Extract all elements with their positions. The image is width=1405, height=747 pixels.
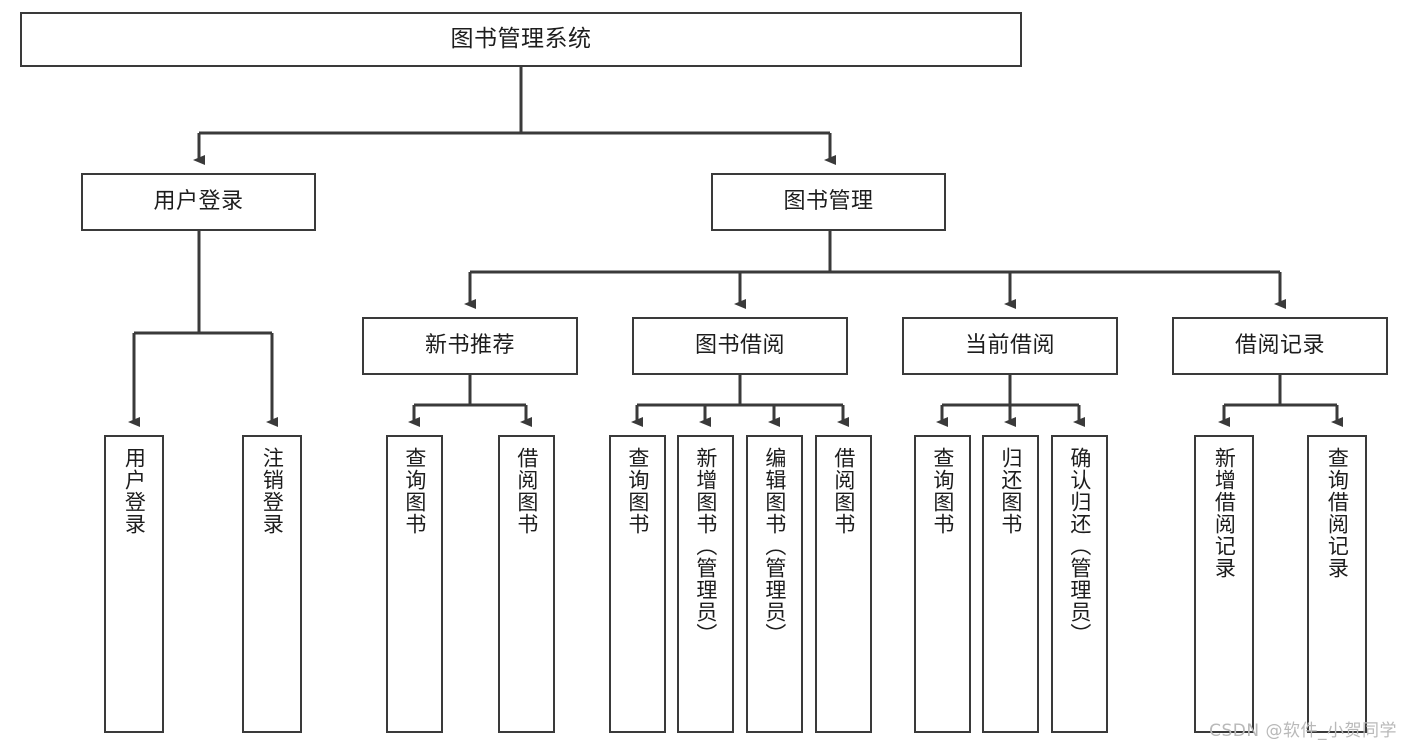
node-label: 确认归还（管理员） [1067,447,1092,645]
leaf-borrow-record-add[interactable]: 新增借阅记录 [1194,435,1254,733]
node-root-system[interactable]: 图书管理系统 [20,12,1022,67]
node-label: 当前借阅 [964,332,1055,358]
node-label: 用户登录 [153,188,244,214]
leaf-user-login-signin[interactable]: 用户登录 [104,435,164,733]
node-user-login[interactable]: 用户登录 [81,173,316,231]
node-label: 注销登录 [260,447,285,535]
node-label: 新书推荐 [424,332,515,358]
node-label: 图书管理 [783,188,874,214]
node-label: 查询图书 [930,447,955,535]
leaf-new-book-query[interactable]: 查询图书 [386,435,443,733]
node-label: 归还图书 [998,447,1023,535]
node-label: 查询图书 [402,447,427,535]
node-label: 用户登录 [122,447,147,535]
leaf-current-borrow-confirm-return[interactable]: 确认归还（管理员） [1051,435,1108,733]
leaf-new-book-borrow[interactable]: 借阅图书 [498,435,555,733]
csdn-watermark: CSDN @软件_小贺同学 [1209,721,1397,741]
node-label: 借阅图书 [831,447,856,535]
leaf-book-borrow-query[interactable]: 查询图书 [609,435,666,733]
leaf-user-login-signout[interactable]: 注销登录 [242,435,302,733]
node-label: 新增借阅记录 [1212,447,1237,579]
node-label: 新增图书（管理员） [693,447,718,645]
leaf-book-borrow-lend[interactable]: 借阅图书 [815,435,872,733]
node-new-book-recommend[interactable]: 新书推荐 [362,317,578,375]
node-current-borrow[interactable]: 当前借阅 [902,317,1118,375]
node-borrow-record[interactable]: 借阅记录 [1172,317,1388,375]
leaf-book-borrow-edit[interactable]: 编辑图书（管理员） [746,435,803,733]
node-label: 借阅记录 [1234,332,1325,358]
node-label: 图书借阅 [694,332,785,358]
node-label: 编辑图书（管理员） [762,447,787,645]
leaf-book-borrow-add[interactable]: 新增图书（管理员） [677,435,734,733]
leaf-borrow-record-query[interactable]: 查询借阅记录 [1307,435,1367,733]
node-label: 查询图书 [625,447,650,535]
leaf-current-borrow-query[interactable]: 查询图书 [914,435,971,733]
node-label: 借阅图书 [514,447,539,535]
node-book-borrow[interactable]: 图书借阅 [632,317,848,375]
leaf-current-borrow-return[interactable]: 归还图书 [982,435,1039,733]
node-book-management[interactable]: 图书管理 [711,173,946,231]
node-label: 图书管理系统 [450,25,592,52]
node-label: 查询借阅记录 [1325,447,1350,579]
